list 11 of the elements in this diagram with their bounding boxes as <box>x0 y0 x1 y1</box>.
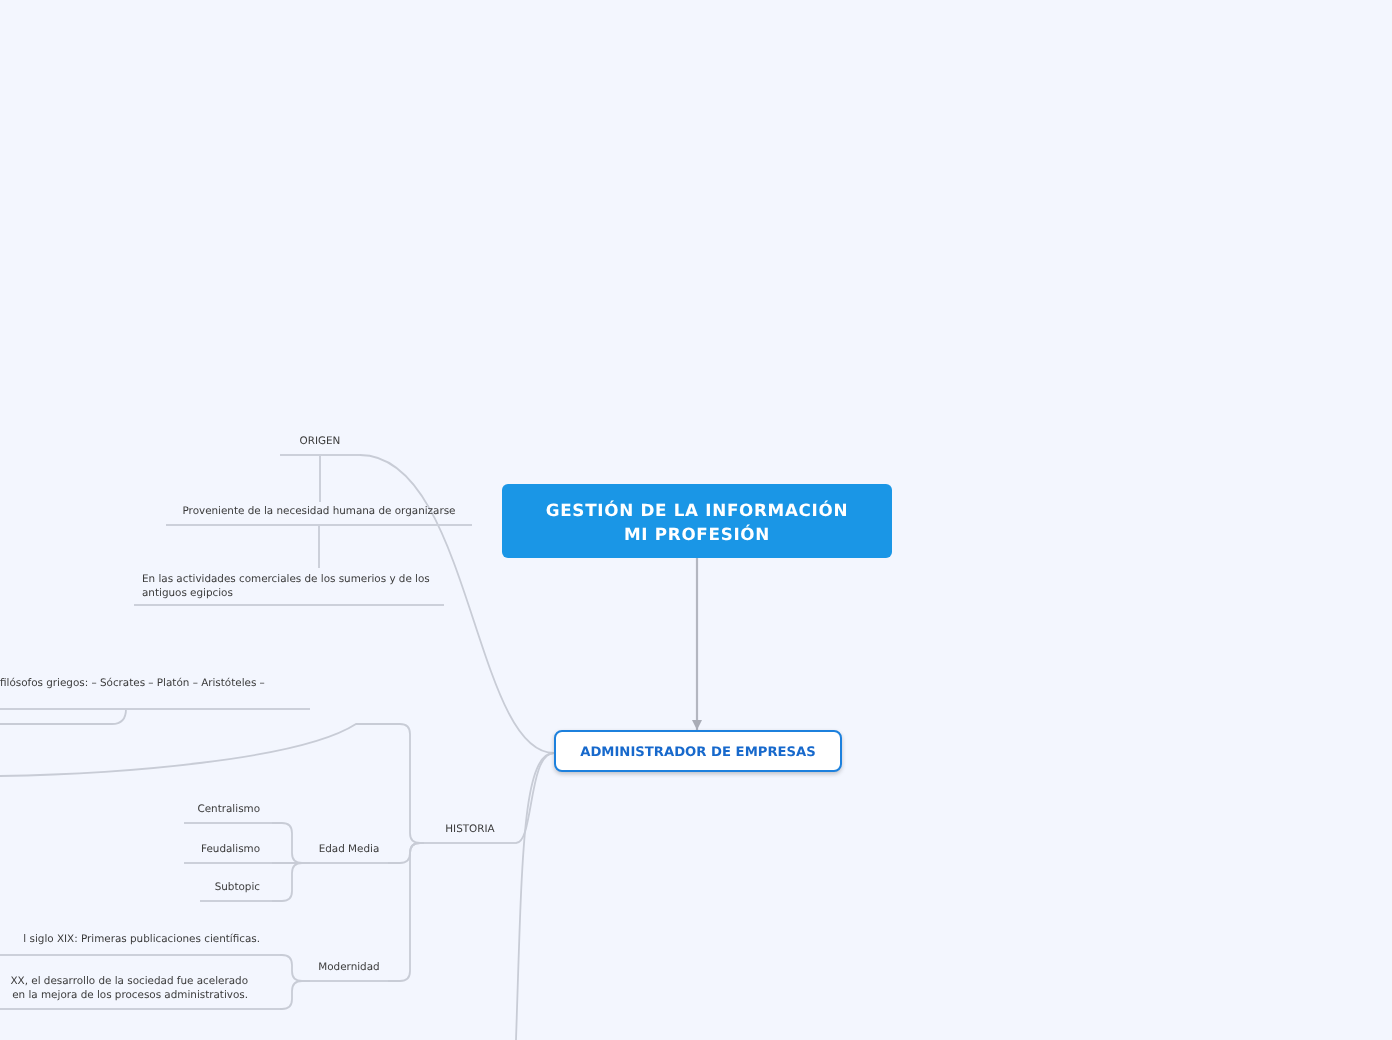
connector-line <box>319 455 321 503</box>
connector-line <box>0 708 127 725</box>
connector-line <box>387 842 425 982</box>
connector-line <box>515 752 555 1040</box>
connector-line <box>318 525 320 569</box>
connector-line <box>515 752 555 844</box>
connector-line <box>271 862 311 902</box>
central-topic-box: GESTIÓN DE LA INFORMACIÓN MI PROFESIÓN <box>502 484 892 558</box>
connector-line <box>279 980 311 1010</box>
connector-line <box>359 454 555 754</box>
arrow <box>692 558 702 730</box>
